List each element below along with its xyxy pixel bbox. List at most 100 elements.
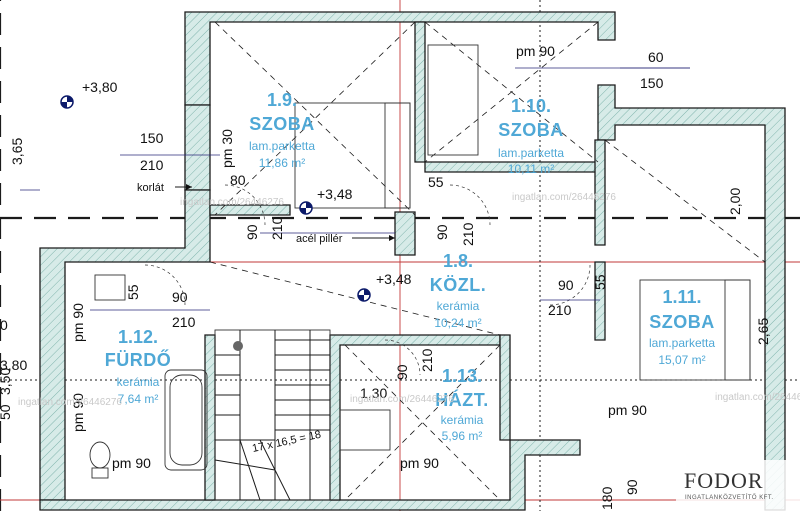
dimension-label: 210: [419, 348, 435, 372]
room-label-1-9: 1.9. SZOBA lam.parketta 11,86 m²: [249, 90, 315, 170]
wardrobe: [427, 44, 479, 156]
logo-name: FODOR: [684, 468, 764, 493]
level-marker: +3,80: [60, 79, 118, 109]
room-name: SZOBA: [249, 114, 315, 134]
dimension-label: 90: [434, 224, 450, 240]
dimension-label: 90: [172, 289, 188, 305]
room-label-1-8: 1.8. KÖZL. kerámia 10,24 m²: [430, 251, 487, 330]
company-logo: FODOR INGATLANKÖZVETÍTŐ KFT.: [676, 460, 800, 511]
dimension-label: 3,65: [9, 138, 25, 165]
dimension-label: 90: [558, 277, 574, 293]
dimension-label: pm 90: [70, 303, 86, 342]
room-number: 1.13.: [442, 366, 482, 386]
dimension-label: pm 90: [516, 43, 555, 59]
room-label-1-12: 1.12. FÜRDŐ kerámia 7,64 m²: [105, 327, 172, 406]
room-number: 1.12.: [118, 327, 158, 347]
room-area: 10,11 m²: [508, 162, 554, 176]
room-name: SZOBA: [498, 120, 564, 140]
room-floor: kerámia: [441, 413, 484, 427]
dimension-label: 55: [428, 174, 444, 190]
furniture: [89, 44, 751, 479]
room-number: 1.8.: [443, 251, 473, 271]
diagonal-guide: [344, 344, 501, 501]
level-label: +3,48: [317, 186, 353, 202]
watermark: ingatlan.com/26446276: [180, 197, 284, 208]
diagonal-guide: [424, 21, 599, 163]
dimension-labels: 150 210 60 150 pm 90 pm 30 80 3,65 90 21…: [0, 43, 771, 510]
dimension-label: 180: [599, 486, 615, 510]
dimension-label: pm 90: [608, 402, 647, 418]
room-number: 1.11.: [662, 287, 701, 307]
room-number: 1.9.: [267, 90, 297, 110]
dimension-label: pm 90: [70, 393, 86, 432]
dimension-label: 3,50: [0, 368, 13, 395]
room-floor: lam.parketta: [498, 146, 564, 160]
dimension-label: 60: [648, 49, 664, 65]
bathtub: [164, 369, 208, 471]
outer-walls: [39, 11, 786, 511]
room-floor: lam.parketta: [249, 139, 315, 153]
arrow-icon: [389, 235, 395, 241]
dimension-label: pm 90: [400, 455, 439, 471]
watermark: ingatlan.com/26446276: [350, 394, 454, 405]
room-name: HÁZT.: [435, 389, 489, 410]
dimension-label: 50: [0, 404, 13, 420]
dimension-label: 1,30: [360, 385, 387, 401]
staircase: 17 x 16,5 = 18: [214, 329, 331, 501]
dimension-label: 150: [140, 130, 164, 146]
room-label-1-13: 1.13. HÁZT. kerámia 5,96 m²: [435, 366, 489, 443]
diagonal-guide: [344, 344, 501, 501]
dimension-label: 90: [244, 224, 260, 240]
watermark: ingatlan.com/26446276: [18, 397, 122, 408]
diagonal-guide: [604, 139, 766, 263]
dimension-label: 90: [624, 479, 640, 495]
level-label: +3,80: [82, 79, 118, 95]
washbasin: [94, 274, 126, 301]
pillar-note: acél pillér: [296, 233, 343, 245]
watermark: ingatlan.com/26446276: [512, 192, 616, 203]
room-floor: lam.parketta: [649, 336, 715, 350]
dimension-label: 210: [548, 302, 572, 318]
dimension-label: 3,80: [0, 357, 27, 373]
stair-label: 17 x 16,5 = 18: [251, 429, 322, 455]
room-area: 11,86 m²: [259, 156, 305, 170]
room-label-1-10: 1.10. SZOBA lam.parketta 10,11 m²: [498, 96, 564, 176]
cabinet: [339, 409, 391, 451]
watermark: ingatlan.com/26446276: [715, 392, 800, 403]
room-name: KÖZL.: [430, 275, 487, 295]
dimension-label: 210: [269, 216, 285, 240]
room-name: SZOBA: [649, 312, 715, 332]
room-name: FÜRDŐ: [105, 349, 172, 370]
dimension-label: 2,65: [755, 318, 771, 345]
room-area: 10,24 m²: [434, 316, 481, 330]
door-swings: [144, 184, 591, 376]
dimension-label: 55: [125, 284, 141, 300]
dimension-label: 90: [394, 364, 410, 380]
room-floor: kerámia: [437, 299, 480, 313]
dimension-label: 150: [640, 75, 664, 91]
arrow-icon: [186, 184, 192, 190]
room-label-1-11: 1.11. SZOBA lam.parketta 15,07 m²: [649, 287, 715, 367]
room-number: 1.10.: [511, 96, 551, 116]
dimension-label: 210: [140, 157, 164, 173]
dimension-label: 0: [0, 317, 8, 333]
dimension-label: 210: [460, 222, 476, 246]
stair-post: [233, 341, 243, 351]
level-label: +3,48: [376, 271, 412, 287]
dimension-label: pm 30: [219, 129, 235, 168]
diagonal-guide: [214, 21, 416, 216]
diagonal-guide: [209, 261, 501, 336]
dimension-label: 210: [172, 314, 196, 330]
room-area: 7,64 m²: [118, 392, 159, 406]
railing-note: korlát: [137, 182, 164, 194]
dimension-label: pm 90: [112, 455, 151, 471]
logo-tagline: INGATLANKÖZVETÍTŐ KFT.: [685, 494, 774, 501]
room-area: 5,96 m²: [442, 429, 483, 443]
dimension-label: 55: [592, 274, 608, 290]
diagonal-guide: [214, 21, 416, 216]
dimension-label: 80: [230, 172, 246, 188]
toilet: [89, 441, 111, 469]
level-marker: +3,48: [299, 186, 353, 215]
room-floor: kerámia: [117, 375, 160, 389]
